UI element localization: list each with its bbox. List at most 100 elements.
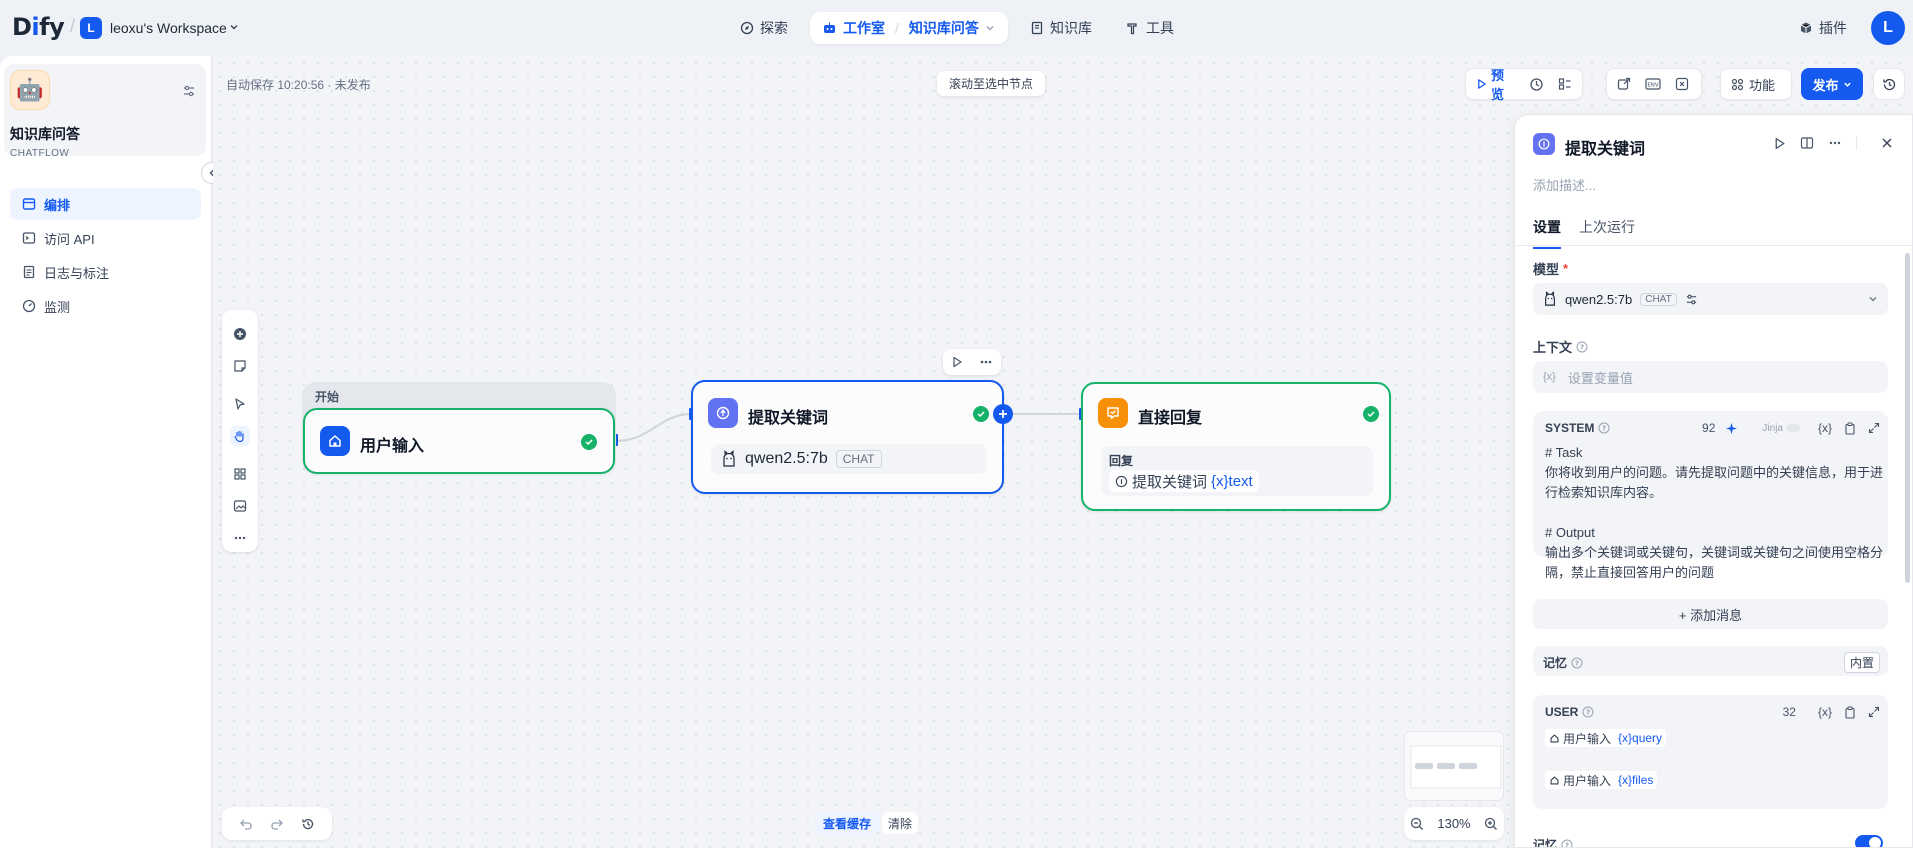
export-icon[interactable]	[1617, 77, 1631, 91]
insert-variable-icon[interactable]: {x}	[1817, 705, 1832, 719]
help-icon[interactable]: ?	[1571, 657, 1583, 669]
pointer-icon[interactable]	[230, 394, 250, 414]
ollama-icon	[723, 450, 735, 467]
workspace-avatar[interactable]: L	[80, 17, 102, 39]
run-icon[interactable]	[1773, 137, 1786, 150]
user-var-files[interactable]: 用户输入 {x}files	[1545, 771, 1658, 789]
nav-knowledge[interactable]: 知识库	[1030, 17, 1092, 39]
sidebar-item-monitor[interactable]: 监测	[10, 290, 201, 322]
play-icon	[1478, 79, 1486, 89]
user-var-name: {x}query	[1618, 731, 1663, 745]
add-note-icon[interactable]	[230, 356, 250, 376]
reply-content: 回复 提取关键词 {x}text	[1101, 446, 1373, 496]
start-node[interactable]: 用户输入	[303, 408, 615, 474]
scroll-to-node-button[interactable]: 滚动至选中节点	[937, 71, 1045, 96]
nav-tools[interactable]: 工具	[1126, 17, 1174, 39]
help-icon[interactable]: ?	[1576, 341, 1588, 353]
workspace-name[interactable]: leoxu's Workspace	[110, 20, 227, 36]
panel-title[interactable]: 提取关键词	[1565, 141, 1646, 158]
version-history-button[interactable]	[1873, 68, 1905, 100]
app-info-card[interactable]: 🤖 知识库问答 CHATFLOW	[4, 64, 206, 159]
clipboard-icon[interactable]	[1844, 706, 1856, 719]
env-icon[interactable]: ENV	[1645, 77, 1661, 91]
zoom-out-icon[interactable]	[1410, 817, 1424, 831]
tab-last-run[interactable]: 上次运行	[1579, 219, 1635, 235]
chevron-down-icon[interactable]	[1868, 294, 1878, 304]
llm-icon	[1533, 133, 1555, 155]
close-icon[interactable]	[1881, 137, 1893, 149]
features-label: 功能	[1749, 77, 1776, 93]
chevron-left-icon	[209, 169, 214, 177]
image-export-icon[interactable]	[230, 496, 250, 516]
tab-settings[interactable]: 设置	[1533, 217, 1561, 249]
nav-studio-app[interactable]: 知识库问答	[908, 20, 979, 36]
variable-x-icon[interactable]	[1675, 77, 1689, 91]
dify-logo[interactable]: Dify	[12, 13, 65, 41]
reply-node[interactable]: 直接回复 回复 提取关键词 {x}text	[1081, 382, 1391, 511]
organize-icon[interactable]	[230, 464, 250, 484]
zoom-level[interactable]: 130%	[1437, 816, 1471, 831]
expand-icon[interactable]	[1868, 706, 1880, 718]
app-type: CHATFLOW	[10, 148, 70, 159]
keyword-node[interactable]: 提取关键词 qwen2.5:7b CHAT	[691, 380, 1004, 494]
settings-sliders-icon[interactable]	[182, 84, 196, 98]
zoom-in-icon[interactable]	[1484, 817, 1498, 831]
features-button[interactable]: 功能	[1720, 68, 1792, 100]
nav-plugins-label: 插件	[1819, 20, 1847, 36]
undo-icon[interactable]	[239, 817, 253, 831]
chevron-down-icon[interactable]	[985, 23, 995, 33]
llm-icon	[708, 398, 738, 428]
llm-icon	[1115, 475, 1128, 487]
start-node-title: 用户输入	[360, 438, 425, 455]
more-icon[interactable]	[230, 528, 250, 548]
redo-icon[interactable]	[270, 817, 284, 831]
more-icon[interactable]	[1828, 136, 1842, 150]
preview-button[interactable]: 预览	[1476, 65, 1515, 103]
jinja-toggle[interactable]	[1785, 424, 1800, 432]
sidebar-item-orchestrate[interactable]: 编排	[10, 188, 201, 220]
sliders-icon[interactable]	[1685, 293, 1698, 306]
sidebar-item-api[interactable]: 访问 API	[10, 222, 201, 254]
description-input[interactable]: 添加描述...	[1533, 178, 1596, 193]
hand-icon[interactable]	[230, 426, 250, 446]
user-var-query[interactable]: 用户输入 {x}query	[1545, 729, 1667, 747]
model-selector[interactable]: qwen2.5:7b CHAT	[1533, 283, 1888, 315]
more-icon[interactable]	[979, 355, 993, 369]
minimap[interactable]	[1404, 731, 1504, 801]
history-icon[interactable]	[301, 817, 315, 831]
view-cache-button[interactable]: 查看缓存	[815, 812, 880, 834]
layout-icon	[22, 198, 36, 210]
variable-icon: {x}	[1543, 371, 1556, 383]
clear-button[interactable]: 清除	[882, 812, 919, 834]
list-check-icon[interactable]	[1558, 77, 1572, 91]
context-placeholder: 设置变量值	[1567, 370, 1633, 386]
user-prompt-card[interactable]: USER ? 32 {x} 用户输入 {x}query 用户输入 {x}file…	[1533, 695, 1888, 809]
chevron-down-icon[interactable]	[229, 22, 239, 32]
sparkle-icon[interactable]	[1725, 422, 1738, 435]
panel-scrollbar[interactable]	[1905, 253, 1910, 583]
add-node-icon[interactable]	[230, 324, 250, 344]
edge-start-to-keyword	[615, 413, 692, 442]
expand-icon[interactable]	[1868, 422, 1880, 434]
help-icon[interactable]: ?	[1598, 422, 1610, 434]
system-prompt-text[interactable]: # Task 你将收到用户的问题。请先提取问题中的关键信息，用于进行检索知识库内…	[1545, 445, 1884, 580]
run-node-icon[interactable]	[951, 356, 963, 368]
system-prompt-card[interactable]: SYSTEM ? 92 Jinja {x} # Task 你将收到用户的问题。请…	[1533, 411, 1888, 580]
nav-studio[interactable]: 工作室 / 知识库问答	[810, 12, 1008, 44]
nav-explore[interactable]: 探索	[740, 17, 788, 39]
help-icon[interactable]: ?	[1582, 706, 1594, 718]
insert-variable-icon[interactable]: {x}	[1817, 421, 1832, 435]
memory-toggle[interactable]	[1855, 835, 1883, 847]
add-message-button[interactable]: + 添加消息	[1533, 599, 1888, 629]
clipboard-icon[interactable]	[1844, 422, 1856, 435]
user-avatar[interactable]: L	[1871, 11, 1905, 45]
context-variable-input[interactable]: {x} 设置变量值	[1533, 361, 1888, 393]
hammer-icon	[1127, 23, 1137, 35]
sidebar-item-logs[interactable]: 日志与标注	[10, 256, 201, 288]
help-icon[interactable]: ?	[1561, 839, 1573, 848]
checklist-icon[interactable]	[1529, 77, 1544, 92]
publish-button[interactable]: 发布	[1801, 68, 1863, 100]
add-next-node-icon[interactable]	[993, 404, 1013, 424]
nav-plugins[interactable]: 插件	[1799, 17, 1847, 39]
split-view-icon[interactable]	[1800, 136, 1814, 150]
